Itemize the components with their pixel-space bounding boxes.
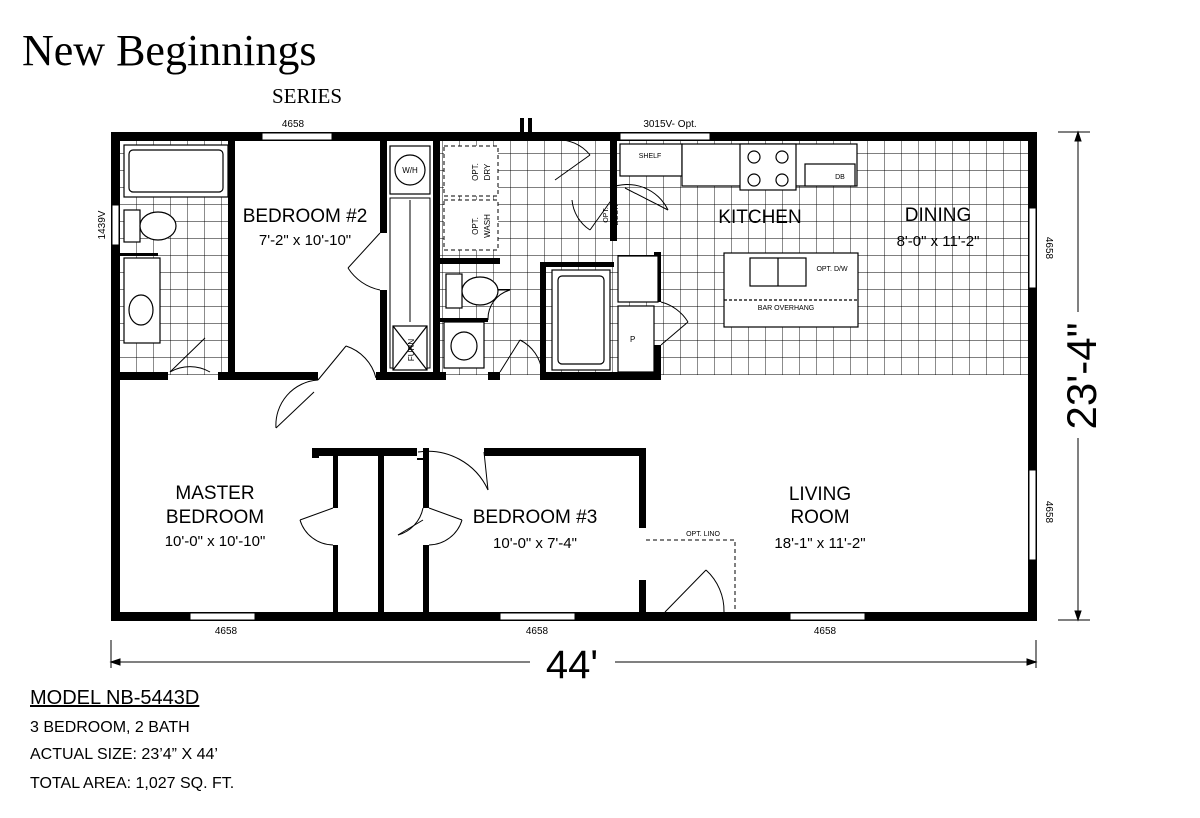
window-label-bottom-1: 4658 — [215, 626, 238, 637]
dimension-line-width — [109, 640, 1038, 668]
living-name-2: ROOM — [790, 507, 849, 528]
sink-icon — [123, 257, 161, 344]
interior-wall — [120, 141, 661, 613]
door-swing — [169, 139, 725, 613]
dimension-depth: 23'-4" — [1058, 323, 1105, 430]
bedroom2-name: BEDROOM #2 — [243, 206, 368, 227]
actual-size: ACTUAL SIZE: 23’4” X 44’ — [30, 746, 218, 763]
bathtub — [551, 269, 611, 371]
toilet-icon — [123, 209, 177, 243]
window-label-right-bottom: 4658 — [1043, 501, 1054, 524]
opt-door-label-1: OPT. — [603, 207, 610, 223]
opt-lino-label: OPT. LINO — [686, 531, 720, 538]
dimension-line-depth — [1058, 130, 1090, 622]
brand-subtitle: SERIES — [272, 84, 343, 108]
window-label-left: 1439V — [97, 210, 108, 239]
brand-title: New Beginnings — [22, 26, 317, 75]
toilet-icon — [445, 273, 499, 309]
door-symbol — [520, 118, 532, 134]
bedroom2-size: 7'-2" x 10'-10" — [259, 232, 351, 249]
dryer-label-1: OPT. — [471, 163, 480, 181]
bedroom3-size: 10'-0" x 7'-4" — [493, 535, 577, 552]
total-area: TOTAL AREA: 1,027 SQ. FT. — [30, 775, 235, 792]
window-label-top-right: 3015V- Opt. — [643, 119, 696, 130]
kitchen-name: KITCHEN — [718, 207, 801, 228]
dimension-width: 44' — [546, 643, 598, 687]
laundry-area — [443, 145, 499, 251]
water-heater-label: W/H — [402, 166, 418, 175]
opt-door-label-2: DOOR — [613, 205, 620, 226]
window-label-right-top: 4658 — [1043, 237, 1054, 260]
model-name: MODEL NB-5443D — [30, 687, 200, 709]
opening-dashed — [646, 539, 736, 612]
dining-name: DINING — [905, 205, 972, 226]
shelf-label: SHELF — [639, 153, 662, 160]
beds-baths: 3 BEDROOM, 2 BATH — [30, 719, 190, 736]
bathtub — [123, 144, 229, 198]
window-label-top-left: 4658 — [282, 119, 305, 130]
opt-dw-label: OPT. D/W — [816, 266, 848, 273]
living-name-1: LIVING — [789, 484, 851, 505]
window-label-bottom-2: 4658 — [526, 626, 549, 637]
sink-icon — [443, 321, 485, 369]
washer-label-2: WASH — [483, 214, 492, 238]
window-label-bottom-3: 4658 — [814, 626, 837, 637]
pantry — [617, 255, 659, 373]
water-heater — [389, 145, 431, 195]
bedroom3-name: BEDROOM #3 — [473, 507, 598, 528]
furnace — [392, 325, 428, 371]
washer-label-1: OPT. — [471, 217, 480, 235]
furnace-label: FURN — [407, 339, 416, 361]
living-size: 18'-1" x 11'-2" — [774, 535, 865, 552]
bar-overhang-label: BAR OVERHANG — [758, 305, 814, 312]
kitchen-counter — [619, 143, 858, 191]
dryer-label-2: DRY — [483, 163, 492, 180]
kitchen-island — [723, 252, 859, 328]
pantry-label: P — [630, 335, 635, 344]
dishwasher-label: DB — [835, 174, 845, 181]
master-name-2: BEDROOM — [166, 507, 264, 528]
master-size: 10'-0" x 10'-10" — [165, 533, 266, 550]
master-name-1: MASTER — [175, 483, 254, 504]
window — [111, 132, 1037, 621]
dining-size: 8'-0" x 11'-2" — [897, 233, 980, 250]
